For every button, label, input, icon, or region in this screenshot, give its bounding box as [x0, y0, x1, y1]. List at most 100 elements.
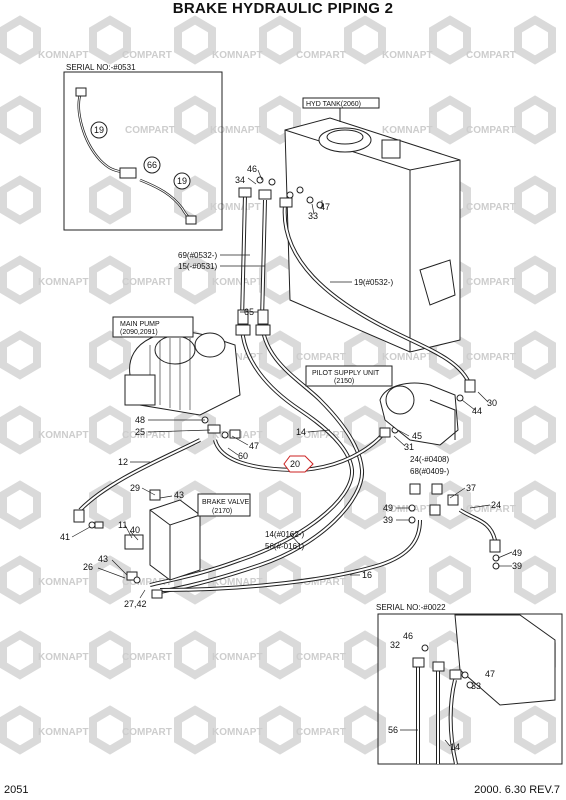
callout-number: 20 [290, 459, 300, 469]
callout-number: 29 [130, 483, 140, 493]
inset-serial-label: SERIAL NO:-#0531 [66, 63, 136, 72]
svg-text:KOMNAPT: KOMNAPT [38, 577, 89, 588]
callout-number: 66 [147, 160, 157, 170]
callout-number: 47 [320, 202, 330, 212]
svg-text:COMPART: COMPART [296, 577, 346, 588]
svg-text:KOMNAPT: KOMNAPT [210, 202, 261, 213]
callout-number: 34 [235, 175, 245, 185]
fittings [73, 176, 501, 599]
svg-text:KOMNAPT: KOMNAPT [382, 352, 433, 363]
main-pump-label: MAIN PUMP [120, 321, 160, 328]
callout-number: 40 [130, 525, 140, 535]
svg-text:KOMNAPT: KOMNAPT [210, 125, 261, 136]
callout-number: 26 [83, 562, 93, 572]
page-title: BRAKE HYDRAULIC PIPING 2 [172, 0, 394, 17]
svg-text:COMPART: COMPART [296, 430, 346, 441]
svg-text:COMPART: COMPART [466, 202, 516, 213]
pilot-supply-label: PILOT SUPPLY UNIT [312, 370, 380, 377]
callout-number: 49 [383, 503, 393, 513]
pilot-supply-number: (2150) [334, 378, 354, 385]
callout-number: 19 [94, 125, 104, 135]
callout-number: 31 [404, 442, 414, 452]
main-pump-number: (2090,2091) [120, 329, 158, 336]
callout-marker [143, 156, 161, 174]
svg-text:KOMNAPT: KOMNAPT [382, 50, 433, 61]
callout-number: 14 [450, 742, 460, 752]
svg-text:KOMNAPT: KOMNAPT [38, 727, 89, 738]
callout-number: 37 [466, 483, 476, 493]
svg-text:COMPART: COMPART [466, 277, 516, 288]
svg-text:KOMNAPT: KOMNAPT [382, 504, 433, 515]
callout-number: 43 [174, 490, 184, 500]
callout-number: 12 [118, 457, 128, 467]
svg-text:KOMNAPT: KOMNAPT [212, 727, 263, 738]
svg-text:KOMNAPT: KOMNAPT [38, 430, 89, 441]
callout-number: 49 [512, 548, 522, 558]
hose-label: 24(-#0408) [410, 455, 449, 464]
callouts: 46 34 47 33 69(#0532-) 15(-#0531) 19(#05… [60, 164, 522, 609]
hose-label: 68(#0409-) [410, 467, 449, 476]
callout-number: 47 [249, 441, 259, 451]
svg-text:COMPART: COMPART [466, 50, 516, 61]
hyd-tank: HYD TANK(2060) [284, 97, 461, 353]
callout-number: 65 [244, 307, 254, 317]
callout-number: 48 [135, 415, 145, 425]
callout-number: 41 [60, 532, 70, 542]
callout-number: 33 [471, 681, 481, 691]
svg-text:KOMNAPT: KOMNAPT [38, 277, 89, 288]
callout-number: 33 [308, 211, 318, 221]
brake-valve-number: (2170) [212, 508, 232, 515]
svg-text:KOMNAPT: KOMNAPT [212, 352, 263, 363]
svg-text:KOMNAPT: KOMNAPT [212, 50, 263, 61]
callout-number: 11 [118, 520, 127, 530]
callout-number: 39 [383, 515, 393, 525]
callout-number: 27,42 [124, 599, 147, 609]
hose-label: 56(#-0161) [265, 542, 304, 551]
callout-number: 44 [472, 406, 482, 416]
callout-marker [173, 172, 191, 190]
callout-number: 19 [177, 176, 187, 186]
leader-lines [71, 169, 513, 599]
svg-text:COMPART: COMPART [466, 125, 516, 136]
callout-number: 56 [388, 725, 398, 735]
svg-text:KOMNAPT: KOMNAPT [38, 652, 89, 663]
highlight-marker [283, 455, 314, 473]
callout-number: 16 [362, 570, 372, 580]
callout-number: 39 [512, 561, 522, 571]
svg-text:COMPART: COMPART [122, 50, 172, 61]
svg-text:COMPART: COMPART [122, 577, 172, 588]
svg-text:KOMNAPT: KOMNAPT [38, 50, 89, 61]
svg-text:KOMNAPT: KOMNAPT [212, 652, 263, 663]
svg-text:KOMNAPT: KOMNAPT [212, 277, 263, 288]
hose-label: 15(-#0531) [178, 262, 217, 271]
hyd-tank-label: HYD TANK(2060) [306, 101, 361, 108]
hose-label: 69(#0532-) [178, 251, 217, 260]
svg-text:COMPART: COMPART [122, 277, 172, 288]
callout-number: 32 [390, 640, 400, 650]
callout-number: 43 [98, 554, 108, 564]
svg-text:COMPART: COMPART [296, 50, 346, 61]
svg-text:COMPART: COMPART [296, 727, 346, 738]
brake-valve-label: BRAKE VALVE [202, 499, 250, 506]
svg-text:COMPART: COMPART [466, 504, 516, 515]
svg-text:COMPART: COMPART [466, 352, 516, 363]
callout-number: 47 [485, 669, 495, 679]
brake-valve: BRAKE VALVE (2170) [124, 489, 251, 581]
callout-number: 45 [412, 431, 422, 441]
hose-label: 19(#0532-) [354, 278, 393, 287]
page-number: 2051 [4, 784, 29, 796]
svg-text:COMPART: COMPART [125, 125, 175, 136]
callout-number: 46 [247, 164, 257, 174]
inset-top-left: SERIAL NO:-#0531 19 66 19 [63, 63, 223, 231]
pilot-supply-unit: PILOT SUPPLY UNIT (2150) [305, 365, 459, 446]
svg-text:COMPART: COMPART [122, 652, 172, 663]
main-pump: MAIN PUMP (2090,2091) [112, 316, 241, 416]
svg-text:KOMNAPT: KOMNAPT [382, 125, 433, 136]
callout-marker [90, 121, 108, 139]
inset-bottom-right: SERIAL NO:-#0022 46 32 47 33 56 14 [376, 603, 563, 765]
hose-label: 14(#0162-) [265, 530, 304, 539]
inset-serial-label: SERIAL NO:-#0022 [376, 603, 446, 612]
hoses [78, 194, 497, 594]
svg-text:COMPART: COMPART [296, 652, 346, 663]
